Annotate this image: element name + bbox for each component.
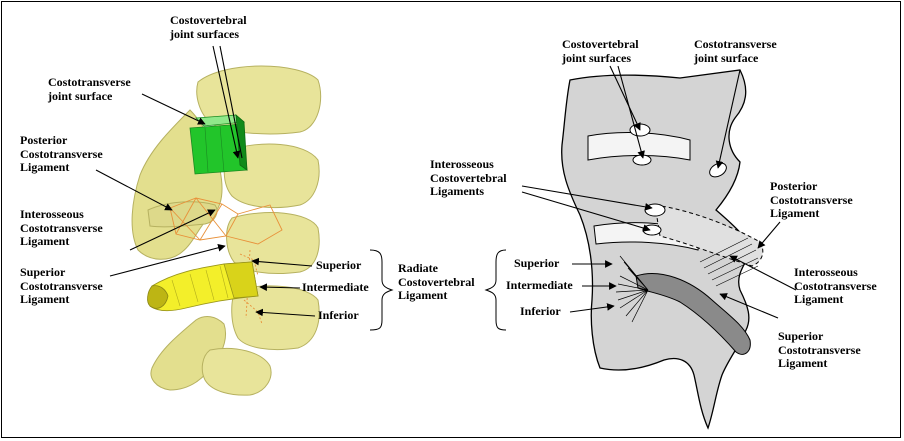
left-brace bbox=[370, 250, 392, 330]
label-superior-costotransverse-ligament-left: Superior Costotransverse Ligament bbox=[20, 266, 103, 307]
label-posterior-costotransverse-ligament-right: Posterior Costotransverse Ligament bbox=[770, 180, 853, 221]
label-radiate-superior-right: Superior bbox=[514, 257, 559, 271]
lower-vertebra bbox=[202, 348, 271, 395]
label-radiate-costovertebral-ligament: Radiate Costovertebral Ligament bbox=[398, 262, 475, 303]
label-radiate-inferior-left: Inferior bbox=[318, 309, 359, 323]
label-radiate-intermediate-left: Intermediate bbox=[302, 281, 369, 295]
right-schematic bbox=[522, 66, 796, 428]
label-superior-costotransverse-ligament-right: Superior Costotransverse Ligament bbox=[778, 330, 861, 371]
label-costovertebral-joint-surfaces-left: Costovertebral joint surfaces bbox=[170, 14, 247, 41]
label-costotransverse-joint-surface-right: Costotransverse joint surface bbox=[694, 38, 777, 65]
arrow-costotransverse-joint bbox=[142, 94, 205, 124]
label-interosseous-costovertebral-ligaments-right: Interosseous Costovertebral Ligaments bbox=[430, 158, 507, 199]
label-posterior-costotransverse-ligament-left: Posterior Costotransverse Ligament bbox=[20, 134, 103, 175]
label-costotransverse-joint-surface-left: Costotransverse joint surface bbox=[48, 76, 131, 103]
joint-surface-oval-2 bbox=[633, 155, 651, 165]
label-radiate-inferior-right: Inferior bbox=[520, 305, 561, 319]
label-radiate-intermediate-right: Intermediate bbox=[506, 279, 573, 293]
joint-surface-oval-5 bbox=[643, 225, 661, 235]
label-costovertebral-joint-surfaces-right: Costovertebral joint surfaces bbox=[562, 38, 639, 65]
right-brace bbox=[486, 250, 506, 330]
label-interosseous-costotransverse-ligament-left: Interosseous Costotransverse Ligament bbox=[20, 208, 103, 249]
label-interosseous-costotransverse-ligament-right: Interosseous Costotransverse Ligament bbox=[794, 266, 877, 307]
left-spine-model bbox=[96, 46, 392, 395]
label-radiate-superior-left: Superior bbox=[316, 259, 361, 273]
arrow-r-posterior-costotransverse bbox=[758, 222, 780, 248]
joint-surface-oval-4 bbox=[645, 204, 665, 216]
